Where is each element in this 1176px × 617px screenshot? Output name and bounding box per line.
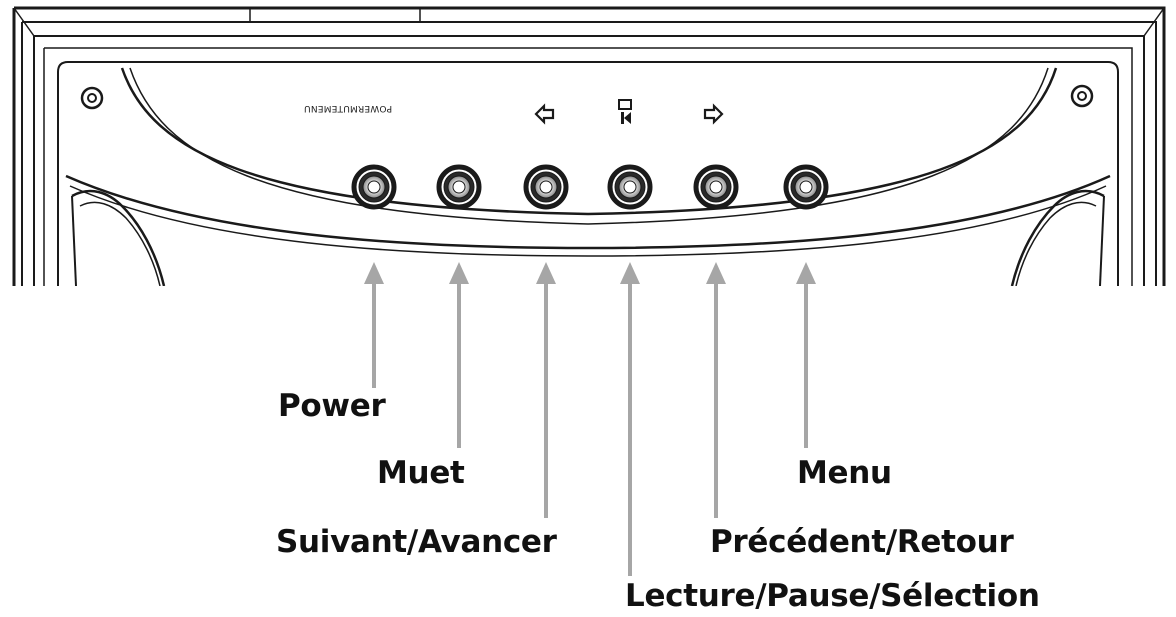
arrow-right-icon <box>703 103 724 125</box>
button-menu[interactable] <box>783 164 829 210</box>
bezel-outline <box>12 6 1166 286</box>
arrow-left-icon <box>534 103 555 125</box>
label-menu: Menu <box>797 455 892 491</box>
button-precedent[interactable] <box>693 164 739 210</box>
button-suivant[interactable] <box>523 164 569 210</box>
button-muet[interactable] <box>436 164 482 210</box>
screw-icon <box>80 86 104 110</box>
label-lecture-pause-selection: Lecture/Pause/Sélection <box>625 578 1040 614</box>
button-lecture[interactable] <box>607 164 653 210</box>
label-suivant-avancer: Suivant/Avancer <box>276 524 557 560</box>
label-power: Power <box>278 388 386 424</box>
label-muet: Muet <box>377 455 465 491</box>
leader-arrows <box>364 262 816 576</box>
label-precedent-retour: Précédent/Retour <box>710 524 1014 560</box>
panel-imprint-text: POWERMUTEMENU <box>303 103 393 113</box>
control-buttons <box>351 164 829 210</box>
button-power[interactable] <box>351 164 397 210</box>
screw-icon <box>1070 84 1094 108</box>
play-pause-icon <box>618 99 632 124</box>
